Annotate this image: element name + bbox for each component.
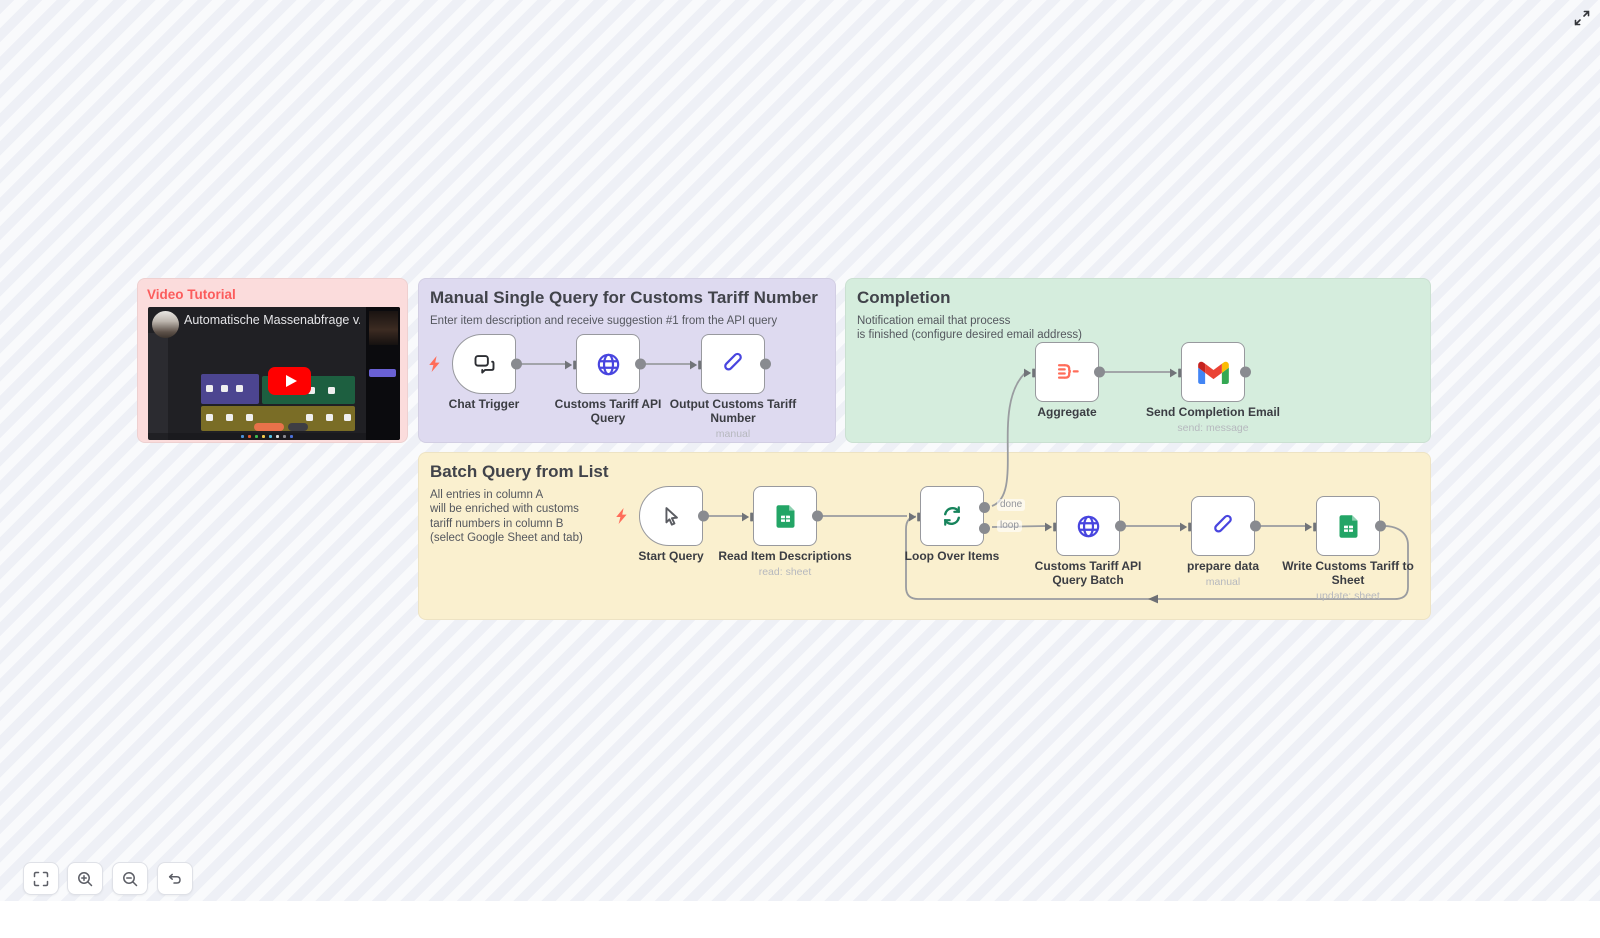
node-write-customs-tariff-to-sheet[interactable] — [1305, 496, 1386, 556]
sticky-title: Batch Query from List — [430, 462, 609, 481]
input-port — [1170, 366, 1182, 378]
mini-subscribe-button — [369, 369, 396, 377]
lightning-bolt-icon — [615, 508, 628, 524]
node-label: Customs Tariff API Query — [554, 397, 662, 425]
node-label: Chat Trigger — [448, 397, 520, 411]
undo-icon — [168, 873, 181, 884]
output-port — [812, 510, 823, 522]
output-port — [1375, 520, 1386, 532]
output-port-loop — [979, 522, 990, 534]
node-aggregate[interactable] — [1024, 342, 1105, 402]
node-output-customs-tariff-number[interactable] — [690, 334, 771, 394]
zoom-out-icon — [123, 871, 138, 886]
output-port-done — [979, 501, 990, 513]
play-icon — [285, 375, 297, 387]
pen-icon — [719, 350, 747, 378]
node-label: Write Customs Tariff to Sheet update: sh… — [1282, 559, 1414, 602]
node-label: Send Completion Email send: message — [1145, 405, 1280, 434]
node-loop-over-items[interactable] — [909, 486, 990, 546]
sticky-body: Enter item description and receive sugge… — [430, 314, 778, 327]
output-label-done: done — [997, 499, 1026, 511]
mini-taskbar — [168, 433, 366, 440]
page-bottom-strip — [0, 901, 1600, 938]
video-thumbnail[interactable]: Automatische Massenabfrage v... — [148, 307, 400, 440]
node-start-query[interactable] — [616, 486, 709, 546]
input-port — [1305, 520, 1317, 532]
output-port — [1115, 520, 1126, 532]
loop-icon — [938, 502, 966, 530]
output-port — [760, 358, 771, 370]
output-port — [1240, 366, 1251, 378]
node-read-item-descriptions[interactable] — [742, 486, 823, 546]
node-customs-tariff-api-query-batch[interactable] — [1045, 496, 1126, 556]
input-port — [1024, 366, 1036, 378]
sticky-body: Notification email that process is finis… — [857, 314, 1082, 342]
fit-view-button[interactable] — [23, 862, 59, 895]
aggregate-icon — [1054, 359, 1081, 386]
undo-button[interactable] — [157, 862, 193, 895]
output-port — [1094, 366, 1105, 378]
node-label: Customs Tariff API Query Batch — [1034, 559, 1142, 587]
lightning-bolt-icon — [428, 356, 441, 372]
output-port — [698, 510, 709, 522]
globe-icon — [1074, 512, 1103, 541]
webcam-overlay — [369, 311, 398, 345]
expand-arrows-icon — [1574, 10, 1590, 26]
input-port — [742, 510, 754, 522]
pen-icon — [1209, 512, 1237, 540]
node-label: Aggregate — [1037, 405, 1097, 419]
sticky-title: Manual Single Query for Customs Tariff N… — [430, 288, 818, 307]
fit-view-icon — [33, 871, 49, 886]
input-port — [1045, 520, 1057, 532]
play-button[interactable] — [268, 367, 311, 395]
zoom-in-icon — [78, 871, 93, 886]
zoom-out-button[interactable] — [112, 862, 148, 895]
node-label: Loop Over Items — [904, 549, 1000, 563]
google-sheets-icon — [772, 503, 799, 530]
sticky-note-completion[interactable]: Completion Notification email that proce… — [845, 278, 1431, 443]
node-label: Output Customs Tariff Number manual — [669, 397, 797, 440]
mini-orange-button — [254, 423, 284, 431]
cursor-icon — [658, 503, 685, 530]
output-label-loop: loop — [997, 520, 1022, 532]
input-port — [690, 358, 702, 370]
sticky-title: Completion — [857, 288, 951, 307]
input-port — [565, 358, 577, 370]
output-port — [635, 358, 646, 370]
output-port — [1250, 520, 1261, 532]
node-label: prepare data manual — [1186, 559, 1260, 588]
sticky-title: Video Tutorial — [147, 287, 236, 302]
mini-purple-panel — [201, 374, 259, 404]
output-port — [511, 358, 522, 370]
workflow-canvas[interactable]: Video Tutorial Manual Single Query for C… — [0, 0, 1600, 901]
google-sheets-icon — [1335, 513, 1362, 540]
node-send-completion-email[interactable] — [1170, 342, 1251, 402]
expand-button[interactable] — [1572, 8, 1592, 28]
node-label: Read Item Descriptions read: sheet — [718, 549, 852, 578]
globe-icon — [594, 350, 623, 379]
mini-editor-sidebar — [148, 333, 168, 433]
video-title: Automatische Massenabfrage v... — [184, 313, 360, 327]
gmail-icon — [1197, 361, 1229, 384]
video-right-column — [366, 307, 400, 440]
input-port — [1180, 520, 1192, 532]
node-customs-tariff-api-query[interactable] — [565, 334, 646, 394]
channel-avatar — [152, 311, 179, 338]
zoom-in-button[interactable] — [67, 862, 103, 895]
node-label: Start Query — [638, 549, 704, 563]
chat-bubbles-icon — [471, 351, 498, 378]
node-chat-trigger[interactable] — [429, 334, 522, 394]
sticky-body: All entries in column A will be enriched… — [430, 488, 583, 545]
input-port — [909, 510, 921, 522]
mini-gray-button — [288, 423, 308, 431]
node-prepare-data[interactable] — [1180, 496, 1261, 556]
